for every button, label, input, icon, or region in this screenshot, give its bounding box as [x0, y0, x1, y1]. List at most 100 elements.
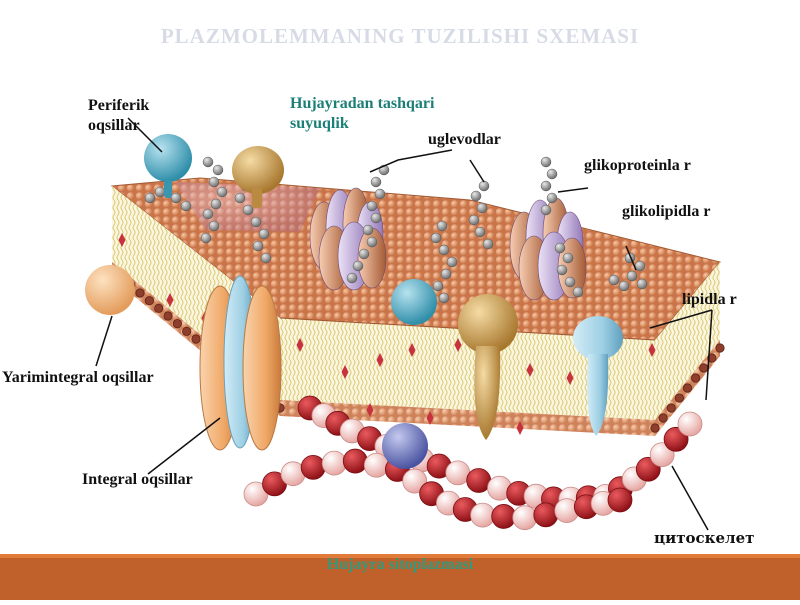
cholesterol-mark: [566, 371, 574, 385]
cholesterol-mark: [366, 403, 374, 417]
sugar-bead: [212, 164, 224, 176]
cytoskeleton-bead: [533, 502, 559, 528]
cytoskeleton-bead: [466, 468, 492, 493]
sugar-bead: [540, 180, 552, 192]
lipid-head: [154, 303, 164, 313]
lipid-head: [666, 403, 676, 413]
footer-top-stripe: [0, 554, 800, 558]
sugar-bead: [540, 156, 552, 168]
membrane-proteins: [85, 134, 623, 451]
label-leader-lines: [95, 117, 713, 531]
sugar-bead: [242, 204, 254, 216]
sugar-bead: [208, 220, 220, 232]
sugar-bead: [210, 198, 222, 210]
sugar-bead: [564, 276, 576, 288]
label-peripheral-proteins: Periferik oqsillar: [88, 97, 150, 134]
sugar-bead: [366, 236, 378, 248]
cytoskeleton-bead: [342, 448, 368, 474]
lipid-head: [682, 383, 693, 393]
sugar-bead: [234, 192, 246, 204]
sugar-bead: [260, 252, 272, 264]
sugar-bead: [562, 252, 574, 264]
lipid-head: [658, 413, 668, 423]
sugar-bead: [216, 186, 228, 198]
sugar-bead: [626, 270, 638, 282]
semi-integral-protein-blue: [573, 316, 623, 436]
label-extracellular-fluid: Hujayradan tashqari suyuqlik: [290, 95, 435, 132]
cytoskeleton-bead: [402, 468, 428, 494]
sugar-bead: [252, 240, 264, 252]
sugar-bead: [208, 176, 220, 188]
label-lipids: lipidla r: [682, 291, 737, 308]
peripheral-protein-center: [391, 279, 437, 325]
sugar-bead: [482, 238, 494, 250]
cholesterol-mark: [516, 421, 524, 435]
sugar-bead: [540, 204, 552, 216]
lipid-head: [674, 393, 684, 403]
lipid-head: [182, 326, 192, 336]
lipid-head: [715, 343, 725, 353]
cholesterol-mark: [426, 411, 434, 425]
sugar-bead: [370, 176, 382, 188]
sugar-bead: [362, 224, 374, 236]
sugar-bead: [358, 248, 370, 260]
sugar-bead: [440, 268, 452, 280]
sugar-bead: [546, 168, 558, 180]
cholesterol-mark: [118, 233, 126, 247]
sugar-bead: [618, 280, 630, 292]
sugar-bead: [258, 228, 270, 240]
sugar-bead: [554, 242, 566, 254]
lipid-head: [135, 288, 145, 298]
cholesterol-mark: [166, 293, 174, 307]
sugar-bead: [636, 278, 648, 290]
integral-protein: [199, 275, 282, 451]
cytoskeleton-bead: [607, 487, 633, 513]
sugar-bead: [202, 156, 214, 168]
sugar-bead: [430, 232, 442, 244]
cholesterol-mark: [376, 353, 384, 367]
sugar-bead: [474, 226, 486, 238]
sugar-bead: [202, 208, 214, 220]
sugar-bead: [446, 256, 458, 268]
label-glycolipids: glikolipidla r: [622, 203, 711, 220]
sugar-bead: [170, 192, 182, 204]
cytoskeleton-bead: [445, 460, 471, 486]
cholesterol-molecules: [118, 233, 656, 435]
sugar-bead: [154, 186, 166, 198]
sugar-bead: [556, 264, 568, 276]
sugar-bead: [250, 216, 262, 228]
diagram-title: PLAZMOLEMMANING TUZILISHI SXEMASI: [160, 24, 640, 48]
label-cytoplasm: Hujayra sitoplazmasi: [326, 556, 474, 573]
peripheral-protein-navy: [382, 423, 428, 469]
sugar-bead: [366, 200, 378, 212]
sugar-bead: [438, 292, 450, 304]
sugar-bead: [370, 212, 382, 224]
glycoproteins: [309, 187, 587, 301]
sugar-bead: [468, 214, 480, 226]
sugar-bead: [476, 202, 488, 214]
lipid-head: [163, 311, 173, 321]
cytoskeleton-bead: [512, 505, 538, 531]
cytoskeleton-bead: [300, 454, 326, 480]
footer-bar: Hujayra sitoplazmasi: [0, 554, 800, 600]
peripheral-protein-tan: [232, 146, 284, 208]
lipid-head: [650, 423, 660, 433]
lipid-head: [144, 296, 154, 306]
cytoskeleton-bead: [470, 502, 496, 528]
sugar-bead: [144, 192, 156, 204]
semi-integral-protein-peach: [85, 265, 135, 315]
label-integral-proteins: Integral oqsillar: [82, 471, 193, 488]
lipid-head: [707, 353, 717, 363]
sugar-bead: [200, 232, 212, 244]
cytoskeleton: [243, 395, 703, 531]
sugar-bead: [432, 280, 444, 292]
cholesterol-mark: [341, 365, 349, 379]
cholesterol-mark: [526, 363, 534, 377]
sugar-bead: [436, 220, 448, 232]
sugar-bead: [478, 180, 490, 192]
sugar-bead: [438, 244, 450, 256]
cholesterol-mark: [296, 338, 304, 352]
semi-integral-protein-tan: [458, 294, 518, 440]
